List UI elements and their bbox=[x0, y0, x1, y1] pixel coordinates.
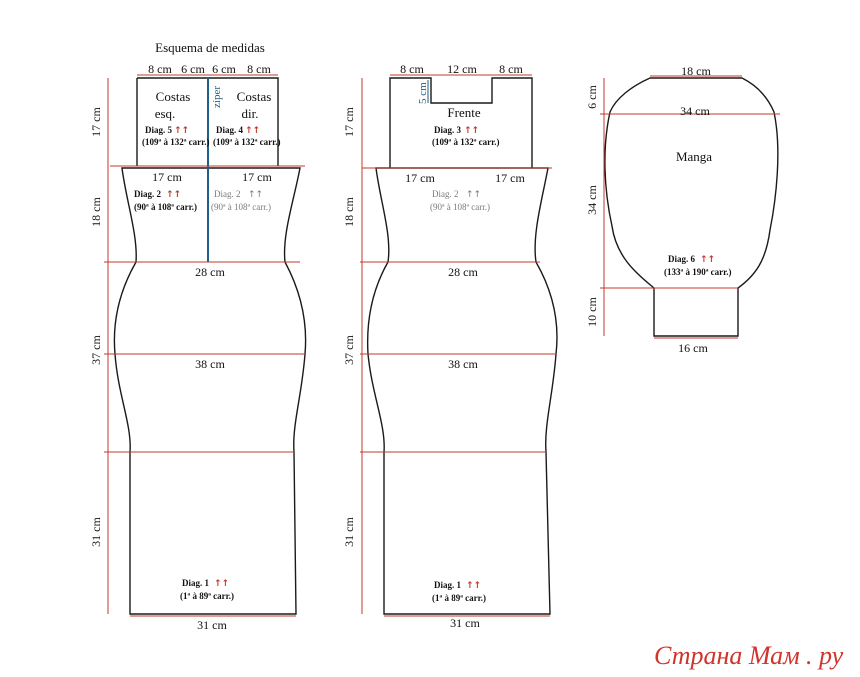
back-hem: 31 cm bbox=[197, 618, 227, 632]
diag5-label: Diag. 5 bbox=[145, 125, 173, 135]
diagram-title: Esquema de medidas bbox=[155, 40, 265, 55]
back-diag2-grey-arrows: ↑↑ bbox=[248, 190, 263, 200]
front-bust-left: 17 cm bbox=[405, 171, 435, 185]
back-height-2: 18 cm bbox=[89, 197, 103, 227]
back-bust-right: 17 cm bbox=[242, 170, 272, 184]
watermark-text: Страна Мам bbox=[654, 641, 800, 670]
front-top-width-3: 8 cm bbox=[499, 62, 523, 76]
back-piece: 8 cm 6 cm 6 cm 8 cm Costas esq. Costas d… bbox=[89, 62, 307, 632]
sleeve-height-3: 10 cm bbox=[585, 297, 599, 327]
diag3-arrows: ↑↑ bbox=[464, 126, 479, 136]
front-diag2-grey-label: Diag. 2 bbox=[432, 189, 459, 199]
watermark: Страна Мам . ру bbox=[654, 641, 844, 670]
front-diag1-arrows: ↑↑ bbox=[466, 581, 481, 591]
back-diag2-arrows: ↑↑ bbox=[166, 190, 181, 200]
back-height-4: 31 cm bbox=[89, 517, 103, 547]
diag5-arrows: ↑↑ bbox=[174, 126, 189, 136]
sleeve-outline bbox=[604, 77, 779, 337]
sleeve-piece: 18 cm 34 cm Manga Diag. 6 ↑↑ (133ª à 190… bbox=[585, 64, 780, 355]
watermark-suffix: . ру bbox=[806, 641, 844, 670]
front-piece: 8 cm 12 cm 8 cm 5 cm Frente Diag. 3 ↑↑ (… bbox=[342, 62, 558, 630]
diag5-range: (109ª à 132ª carr.) bbox=[142, 137, 210, 147]
sleeve-width: 34 cm bbox=[680, 104, 710, 118]
diag3-label: Diag. 3 bbox=[434, 125, 462, 135]
front-diag1-range: (1ª à 89ª carr.) bbox=[432, 593, 486, 603]
sleeve-top-width: 18 cm bbox=[681, 64, 711, 78]
diag4-label: Diag. 4 bbox=[216, 125, 244, 135]
back-diag1-arrows: ↑↑ bbox=[214, 579, 229, 589]
back-right-label-line1: Costas bbox=[237, 89, 272, 104]
back-hip: 38 cm bbox=[195, 357, 225, 371]
diag3-range: (109ª à 132ª carr.) bbox=[432, 137, 500, 147]
zipper-label: zíper bbox=[211, 86, 223, 108]
back-bust-left: 17 cm bbox=[152, 170, 182, 184]
front-top-width-1: 8 cm bbox=[400, 62, 424, 76]
back-right-label-line2: dir. bbox=[242, 106, 259, 121]
back-top-width-1: 8 cm bbox=[148, 62, 172, 76]
back-waist: 28 cm bbox=[195, 265, 225, 279]
sleeve-height-1: 6 cm bbox=[585, 85, 599, 109]
back-height-3: 37 cm bbox=[89, 335, 103, 365]
back-diag2-label: Diag. 2 bbox=[134, 189, 162, 199]
back-left-label-line2: esq. bbox=[155, 106, 176, 121]
front-diag2-grey-range: (90ª à 108ª carr.) bbox=[430, 202, 490, 212]
front-height-2: 18 cm bbox=[342, 197, 356, 227]
front-yoke-outline bbox=[389, 77, 533, 168]
front-label: Frente bbox=[447, 105, 480, 120]
back-height-1: 17 cm bbox=[89, 107, 103, 137]
back-diag2-grey-range: (90ª à 108ª carr.) bbox=[211, 202, 271, 212]
front-waist: 28 cm bbox=[448, 265, 478, 279]
back-diag2-grey-label: Diag. 2 bbox=[214, 189, 241, 199]
back-left-label-line1: Costas bbox=[156, 89, 191, 104]
front-neck-depth: 5 cm bbox=[417, 82, 429, 104]
sleeve-cuff: 16 cm bbox=[678, 341, 708, 355]
front-diag1-label: Diag. 1 bbox=[434, 580, 462, 590]
diag6-label: Diag. 6 bbox=[668, 254, 696, 264]
back-diag2-range: (90ª à 108ª carr.) bbox=[134, 202, 197, 212]
front-height-3: 37 cm bbox=[342, 335, 356, 365]
front-body-outline bbox=[366, 167, 558, 615]
back-top-width-3: 6 cm bbox=[212, 62, 236, 76]
back-yoke-outline bbox=[136, 77, 279, 166]
diag6-arrows: ↑↑ bbox=[700, 255, 715, 265]
front-diag2-grey-arrows: ↑↑ bbox=[466, 190, 481, 200]
front-bust-right: 17 cm bbox=[495, 171, 525, 185]
back-top-width-2: 6 cm bbox=[181, 62, 205, 76]
front-hip: 38 cm bbox=[448, 357, 478, 371]
diag4-range: (109ª à 132ª carr.) bbox=[213, 137, 281, 147]
diag4-arrows: ↑↑ bbox=[245, 126, 260, 136]
front-top-width-2: 12 cm bbox=[447, 62, 477, 76]
front-height-4: 31 cm bbox=[342, 517, 356, 547]
front-height-1: 17 cm bbox=[342, 107, 356, 137]
back-diag1-label: Diag. 1 bbox=[182, 578, 210, 588]
diag6-range: (133ª à 190ª carr.) bbox=[664, 267, 732, 277]
back-top-width-4: 8 cm bbox=[247, 62, 271, 76]
back-body-outline bbox=[113, 167, 307, 615]
sleeve-height-2: 34 cm bbox=[585, 185, 599, 215]
front-hem: 31 cm bbox=[450, 616, 480, 630]
sleeve-label: Manga bbox=[676, 149, 712, 164]
back-diag1-range: (1ª à 89ª carr.) bbox=[180, 591, 234, 601]
